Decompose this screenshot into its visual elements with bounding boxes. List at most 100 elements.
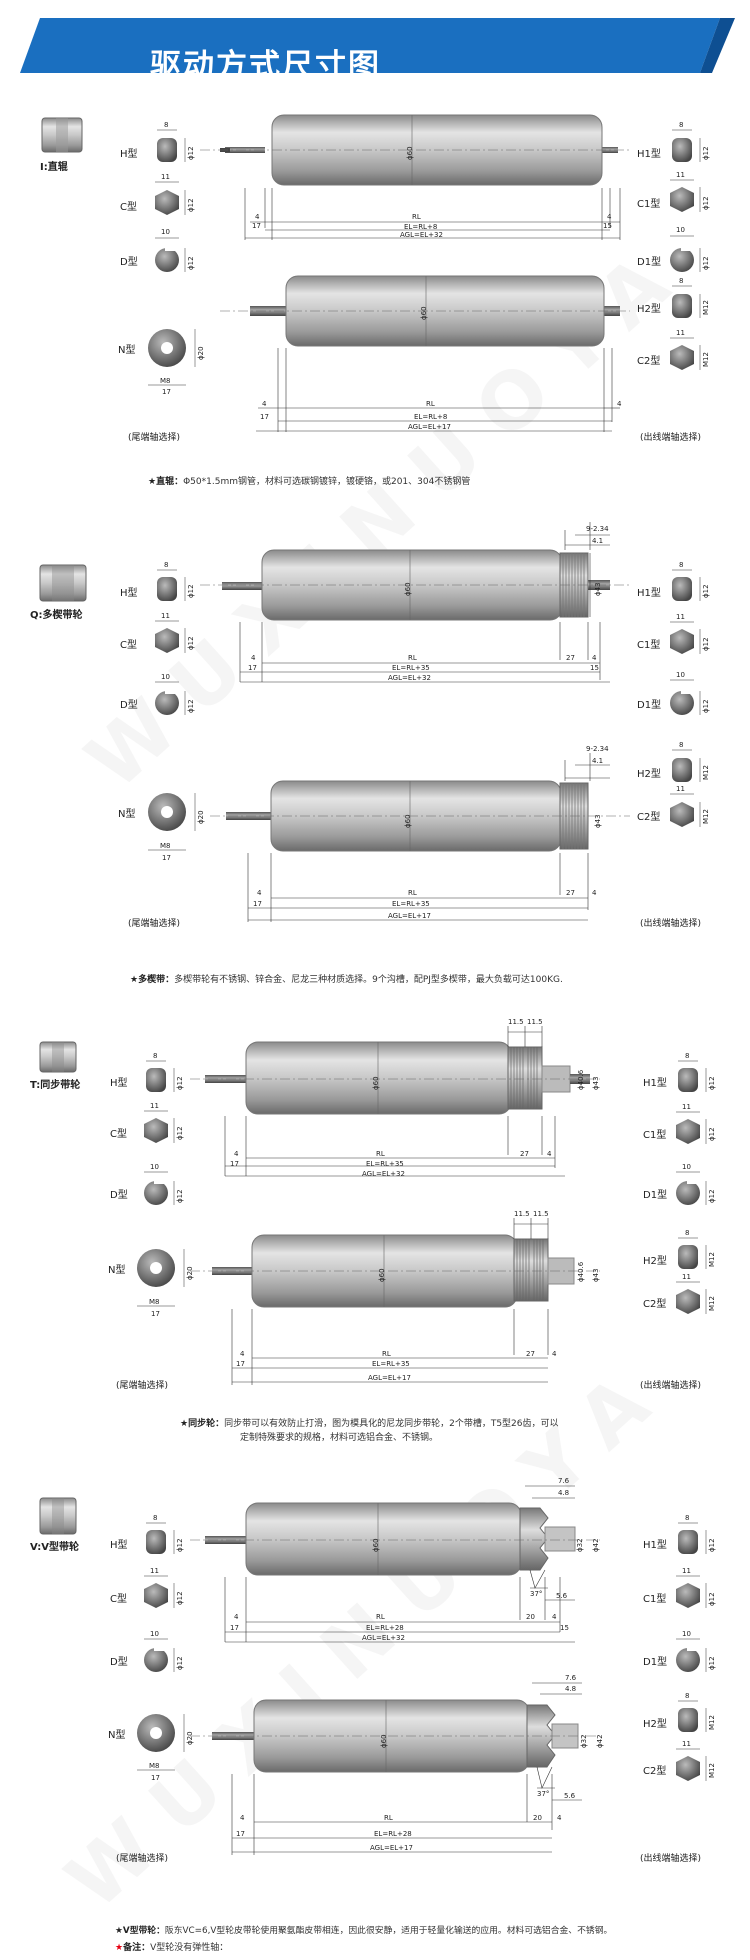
note-remark: ★备注：V型轮没有弹性轴： [115,1940,228,1953]
dim-27-t1: 27 [520,1150,529,1158]
dim-4-q1: 4 [251,654,256,662]
dim-phi12-c: ϕ12 [176,1126,184,1140]
dim-m8: M8 [149,1298,160,1306]
dim-phi12-h: ϕ12 [187,584,195,598]
dim-4r-v2: 4 [557,1814,562,1822]
note-star: ★ [180,1419,189,1429]
right-shaft-c2: C2型 [643,1299,667,1310]
dim-m12-r4: M12 [702,300,710,315]
dim-27-q1: 27 [566,654,575,662]
dim-17-t2: 17 [236,1360,245,1368]
left-shaft-h: H型 [110,1078,128,1089]
dim-el-q2: EL=RL+35 [392,900,430,908]
dim-8-r2: 8 [685,1229,690,1237]
dim-phi12-r2: ϕ12 [702,196,710,210]
dim-115-c: 11.5 [514,1210,530,1218]
dim-rl-1: RL [412,213,421,221]
dim-phi12-d: ϕ12 [187,699,195,713]
note-straight: ★直辊：Φ50*1.5mm钢管，材料可选碳钢镀锌，镀硬铬，或201、304不锈钢… [148,474,470,487]
dim-phi12-r1: ϕ12 [702,584,710,598]
dim-m12-r5: M12 [708,1296,716,1311]
dim-rl-t1: RL [376,1150,385,1158]
dim-10-r1: 10 [682,1163,691,1171]
dim-phi12-c: ϕ12 [187,636,195,650]
right-shaft-c1: C1型 [637,199,661,210]
dim-phi12-r3: ϕ12 [708,1656,716,1670]
left-shaft-n: N型 [118,809,136,820]
dim-9-q1: 9-2.34 [586,525,609,533]
dim-agl-q1: AGL=EL+32 [388,674,431,682]
note-straight-label: 直辊： [156,477,184,487]
dim-phi406-t2: ϕ40.6 [577,1261,585,1282]
out-select-label: (出线端轴选择) [640,919,702,929]
dim-11-r2: 11 [676,785,685,793]
dim-8-r2: 8 [679,741,684,749]
dim-15-r1: 15 [603,222,612,230]
dim-11: 11 [161,612,170,620]
dim-4r-q2: 4 [592,889,597,897]
dim-11: 11 [161,173,170,181]
dim-8-r2: 8 [679,277,684,285]
dim-27-t2: 27 [526,1350,535,1358]
dim-phi12-r3: ϕ12 [708,1189,716,1203]
dim-10-r1: 10 [676,671,685,679]
dim-4-t1: 4 [234,1150,239,1158]
note-timing-2: 定制特殊要求的规格，材料可选铝合金、不锈钢。 [240,1433,439,1443]
left-shaft-c: C型 [110,1594,127,1605]
dim-4r-t2: 4 [552,1350,557,1358]
section-v-pulley: V:V型带轮 H型 C型 D型 N型 8 11 10 ϕ12 ϕ12 ϕ12 ϕ… [0,1470,750,1960]
note-timing-text-1: 同步带可以有效防止打滑，图为模具化的尼龙同步带轮，2个带槽，T5型26齿，可以 [224,1419,559,1429]
right-shaft-h1: H1型 [643,1540,667,1551]
dim-17-v2: 17 [236,1830,245,1838]
right-shaft-c1: C1型 [643,1130,667,1141]
dim-11-r2: 11 [676,329,685,337]
straight-roller-drawing [41,114,701,432]
dim-phi12-d: ϕ12 [176,1189,184,1203]
left-shaft-h: H型 [120,588,138,599]
left-shaft-d: D型 [120,700,138,711]
dim-48-v2: 4.8 [565,1685,577,1693]
tail-select-label: (尾端轴选择) [116,1854,169,1864]
dim-10: 10 [150,1630,159,1638]
dim-el-v2: EL=RL+28 [374,1830,412,1838]
section-straight-roller: I:直辊 H型 C型 D型 N型 8 11 10 ϕ12 ϕ12 ϕ12 ϕ20… [0,110,750,490]
right-shaft-c1: C1型 [643,1594,667,1605]
dim-phi406-t1: ϕ40.6 [577,1069,585,1090]
dim-phi12-r3: ϕ12 [702,256,710,270]
dim-8-r2: 8 [685,1692,690,1700]
note-timing-label: 同步轮： [188,1419,225,1429]
dim-phi60-q2: ϕ60 [404,814,412,828]
section-timing-pulley: T:同步带轮 H型 C型 D型 N型 8 11 10 ϕ12 ϕ12 ϕ12 ϕ… [0,1010,750,1460]
note-star: ★ [115,1926,123,1936]
dim-4-l1: 4 [255,213,260,221]
dim-37-v2: 37° [537,1790,550,1798]
dim-8: 8 [164,561,169,569]
dim-4-r1: 4 [607,213,612,221]
left-shaft-n: N型 [108,1730,126,1741]
dim-phi60-t1: ϕ60 [372,1076,380,1090]
dim-4-l2: 4 [262,400,267,408]
right-shaft-d1: D1型 [637,700,662,711]
dim-rl-q2: RL [408,889,417,897]
dim-phi32-v1: ϕ32 [576,1538,584,1552]
dim-rl-v1: RL [376,1613,385,1621]
dim-phi20: ϕ20 [186,1731,194,1745]
dim-phi60-q1: ϕ60 [404,582,412,596]
header-banner: 驱动方式尺寸图 [0,18,750,88]
note-multi-v-text: 多楔带轮有不锈钢、锌合金、尼龙三种材质选择。9个沟槽，配PJ型多楔带，最大负载可… [174,975,563,985]
dim-41-q2: 4.1 [592,757,604,765]
dim-el-1: EL=RL+8 [404,223,438,231]
dim-phi12-r3: ϕ12 [702,699,710,713]
dim-agl-v1: AGL=EL+32 [362,1634,405,1642]
dim-phi12-r2: ϕ12 [702,637,710,651]
dim-m12-r4: M12 [702,765,710,780]
dim-11-r1: 11 [682,1567,691,1575]
dim-8: 8 [153,1052,158,1060]
note-v-text: 阪东VC=6,V型轮皮带轮使用聚氨酯皮带相连，因此很安静，适用于轻量化输送的应用… [164,1926,613,1936]
dim-phi43-q2: ϕ43 [594,814,602,828]
dim-phi60-v1: ϕ60 [372,1538,380,1552]
right-shaft-c2: C2型 [643,1766,667,1777]
left-shaft-n: N型 [108,1265,126,1276]
left-shaft-h: H型 [120,149,138,160]
remark-star: ★ [115,1943,124,1953]
